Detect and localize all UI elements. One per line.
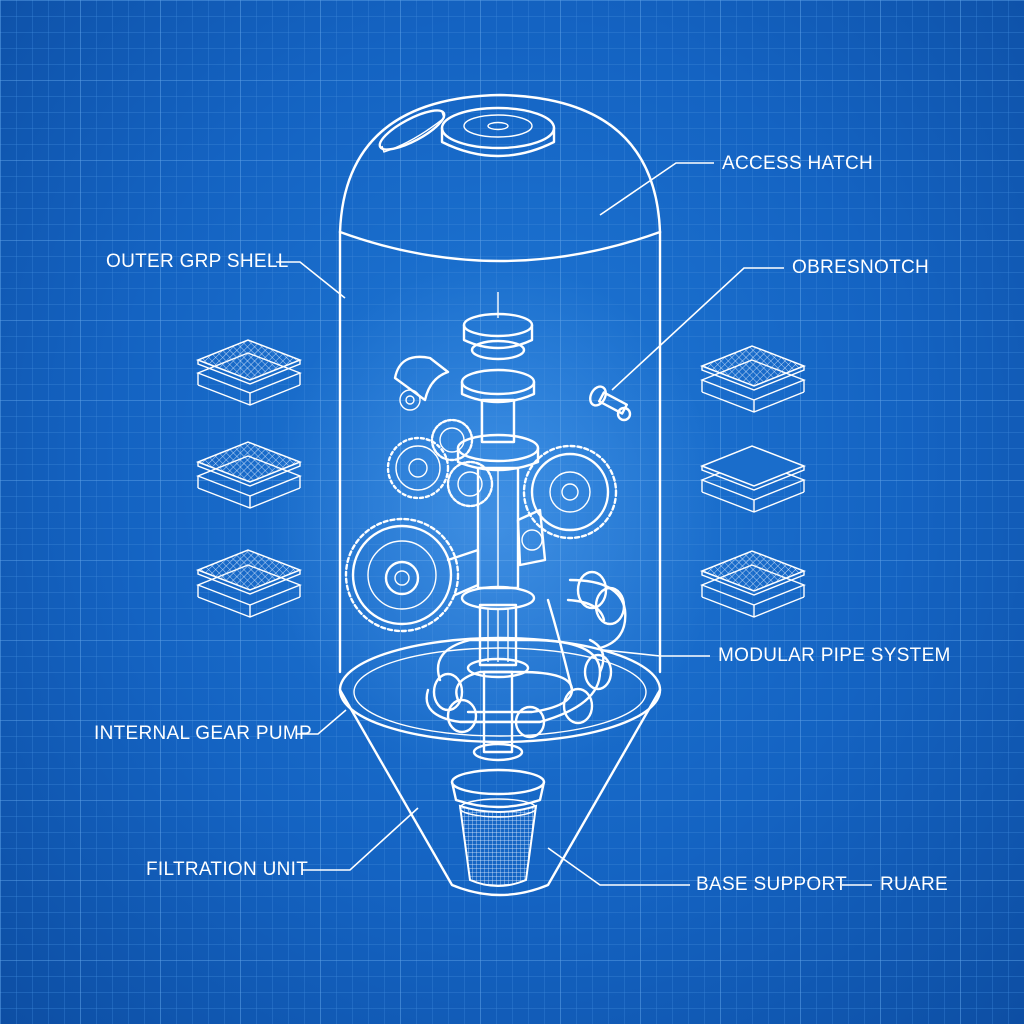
leader-filtration (302, 807, 419, 871)
label-ruare: RUARE (880, 874, 949, 895)
label-filtration-unit: FILTRATION UNIT (146, 859, 309, 880)
leader-base-support (547, 847, 690, 886)
leader-lines (276, 162, 872, 886)
leader-gear-pump (296, 709, 347, 735)
leader-outer-shell (276, 261, 346, 299)
label-access-hatch: ACCESS HATCH (722, 153, 874, 174)
label-obresnotch: OBRESNOTCH (792, 257, 930, 278)
leader-obresnotch (611, 267, 784, 391)
internal-gear-pump-assembly (344, 292, 618, 762)
modular-pipe-system (425, 570, 627, 739)
mesh-layer-icon (195, 441, 303, 509)
access-hatch (378, 106, 556, 158)
leader-modular-pipe (603, 649, 710, 657)
mesh-layer-icon (699, 345, 807, 413)
mesh-layer-icon (699, 550, 807, 618)
filter-pads-left (195, 339, 303, 618)
plate-layer-icon (699, 445, 807, 513)
label-modular-pipe-system: MODULAR PIPE SYSTEM (718, 645, 951, 666)
obresnotch-bolt (589, 385, 632, 422)
label-base-support: BASE SUPPORT (696, 874, 848, 895)
filtration-unit (450, 768, 546, 887)
leader-access-hatch (599, 162, 714, 216)
label-outer-grp-shell: OUTER GRP SHELL (106, 251, 289, 272)
filter-pads-right (699, 345, 807, 618)
outer-shell (338, 93, 662, 897)
label-internal-gear-pump: INTERNAL GEAR PUMP (94, 723, 312, 744)
mesh-layer-icon (195, 339, 303, 406)
mesh-layer-icon (195, 549, 303, 618)
